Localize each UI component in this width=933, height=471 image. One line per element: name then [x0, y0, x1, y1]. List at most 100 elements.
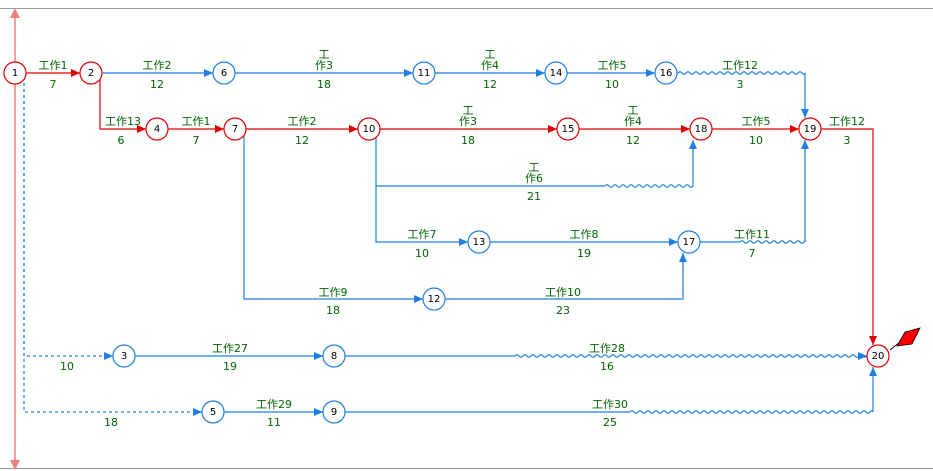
- edge-name-13-17: 工作8: [570, 228, 599, 241]
- edge-12-17: [445, 253, 687, 300]
- edge-duration-1-3: 10: [60, 360, 74, 373]
- node-2[interactable]: 2: [79, 61, 103, 85]
- edge-10-18: [375, 128, 697, 188]
- node-number: 17: [683, 237, 696, 248]
- edge-duration-4-7: 7: [193, 134, 200, 147]
- edge-name-15-18: 工作4: [624, 104, 642, 128]
- node-1[interactable]: 1: [3, 61, 27, 85]
- edge-duration-1-5: 18: [104, 416, 118, 429]
- node-7[interactable]: 7: [223, 117, 247, 141]
- edge-9-20: [345, 367, 877, 414]
- node-6[interactable]: 6: [212, 61, 236, 85]
- edge-duration-7-12: 18: [326, 304, 340, 317]
- edge-duration-2-6: 12: [150, 78, 164, 91]
- node-circle: [798, 117, 822, 141]
- node-4[interactable]: 4: [145, 117, 169, 141]
- node-number: 9: [331, 407, 337, 418]
- node-number: 19: [804, 124, 817, 135]
- node-number: 5: [210, 407, 216, 418]
- node-circle: [357, 117, 381, 141]
- edge-name-19-20: 工作12: [829, 115, 865, 128]
- edge-name-7-10: 工作2: [288, 115, 317, 128]
- labels-layer: 工作1 7 工作2 12 工作3 18 工作4 12 工作5 10 工作12 3 工作13 6 工作1 7 工作…: [39, 48, 866, 429]
- node-circle: [212, 61, 236, 85]
- node-16[interactable]: 16: [654, 61, 678, 85]
- edge-duration-10-13: 10: [415, 247, 429, 260]
- finish-flag-icon: [889, 327, 921, 351]
- node-circle: [544, 61, 568, 85]
- edge-duration-8-20: 16: [600, 360, 614, 373]
- node-number: 12: [428, 294, 441, 305]
- node-circle: [201, 400, 225, 424]
- node-9[interactable]: 9: [322, 400, 346, 424]
- node-14[interactable]: 14: [544, 61, 568, 85]
- node-circle: [223, 117, 247, 141]
- node-13[interactable]: 13: [467, 230, 491, 254]
- node-circle: [3, 61, 27, 85]
- edge-name-14-16: 工作5: [598, 59, 627, 72]
- edge-name-4-7: 工作1: [182, 115, 211, 128]
- edge-duration-7-10: 12: [295, 134, 309, 147]
- edge-duration-1-2: 7: [50, 78, 57, 91]
- node-number: 8: [331, 351, 337, 362]
- edge-duration-9-20: 25: [603, 416, 617, 429]
- node-3[interactable]: 3: [112, 344, 136, 368]
- node-number: 11: [418, 68, 431, 79]
- node-number: 14: [550, 68, 563, 79]
- edge-name-17-19: 工作11: [734, 228, 770, 241]
- edge-duration-10-18: 21: [527, 190, 541, 203]
- edge-name-7-12: 工作9: [319, 286, 348, 299]
- edge-name-10-18: 工作6: [525, 161, 543, 185]
- node-number: 1: [12, 68, 18, 79]
- edge-19-20: [821, 128, 877, 345]
- edge-17-19: [700, 140, 809, 244]
- edge-name-2-4: 工作13: [105, 115, 141, 128]
- node-11[interactable]: 11: [412, 61, 436, 85]
- node-number: 4: [154, 124, 160, 135]
- node-number: 10: [363, 124, 376, 135]
- node-12[interactable]: 12: [422, 287, 446, 311]
- edge-duration-11-14: 12: [483, 78, 497, 91]
- edge-duration-17-19: 7: [749, 247, 756, 260]
- edge-name-1-2: 工作1: [39, 59, 68, 72]
- node-20[interactable]: 20: [866, 344, 890, 368]
- node-number: 6: [221, 68, 227, 79]
- node-5[interactable]: 5: [201, 400, 225, 424]
- node-number: 16: [660, 68, 673, 79]
- node-circle: [556, 117, 580, 141]
- node-circle: [412, 61, 436, 85]
- node-8[interactable]: 8: [322, 344, 346, 368]
- node-number: 13: [473, 237, 486, 248]
- node-circle: [467, 230, 491, 254]
- edge-name-12-17: 工作10: [545, 286, 581, 299]
- edge-duration-2-4: 6: [118, 134, 125, 147]
- node-circle: [145, 117, 169, 141]
- edge-name-16-19: 工作12: [722, 59, 758, 72]
- node-number: 15: [562, 124, 575, 135]
- edge-7-12: [243, 128, 423, 303]
- node-circle: [422, 287, 446, 311]
- node-18[interactable]: 18: [689, 117, 713, 141]
- edge-duration-16-19: 3: [737, 78, 744, 91]
- node-10[interactable]: 10: [357, 117, 381, 141]
- node-circle: [689, 117, 713, 141]
- edge-duration-5-9: 11: [267, 416, 281, 429]
- node-15[interactable]: 15: [556, 117, 580, 141]
- node-circle: [677, 230, 701, 254]
- edge-name-3-8: 工作27: [212, 342, 248, 355]
- edge-name-8-20: 工作28: [589, 342, 625, 355]
- edge-duration-18-19: 10: [749, 134, 763, 147]
- node-19[interactable]: 19: [798, 117, 822, 141]
- edge-name-9-20: 工作30: [592, 398, 628, 411]
- edge-10-13: [375, 186, 468, 246]
- edge-duration-3-8: 19: [223, 360, 237, 373]
- node-circle: [322, 344, 346, 368]
- node-circle: [866, 344, 890, 368]
- node-circle: [79, 61, 103, 85]
- edge-name-6-11: 工作3: [315, 48, 333, 72]
- edge-duration-10-15: 18: [461, 134, 475, 147]
- node-circle: [112, 344, 136, 368]
- node-17[interactable]: 17: [677, 230, 701, 254]
